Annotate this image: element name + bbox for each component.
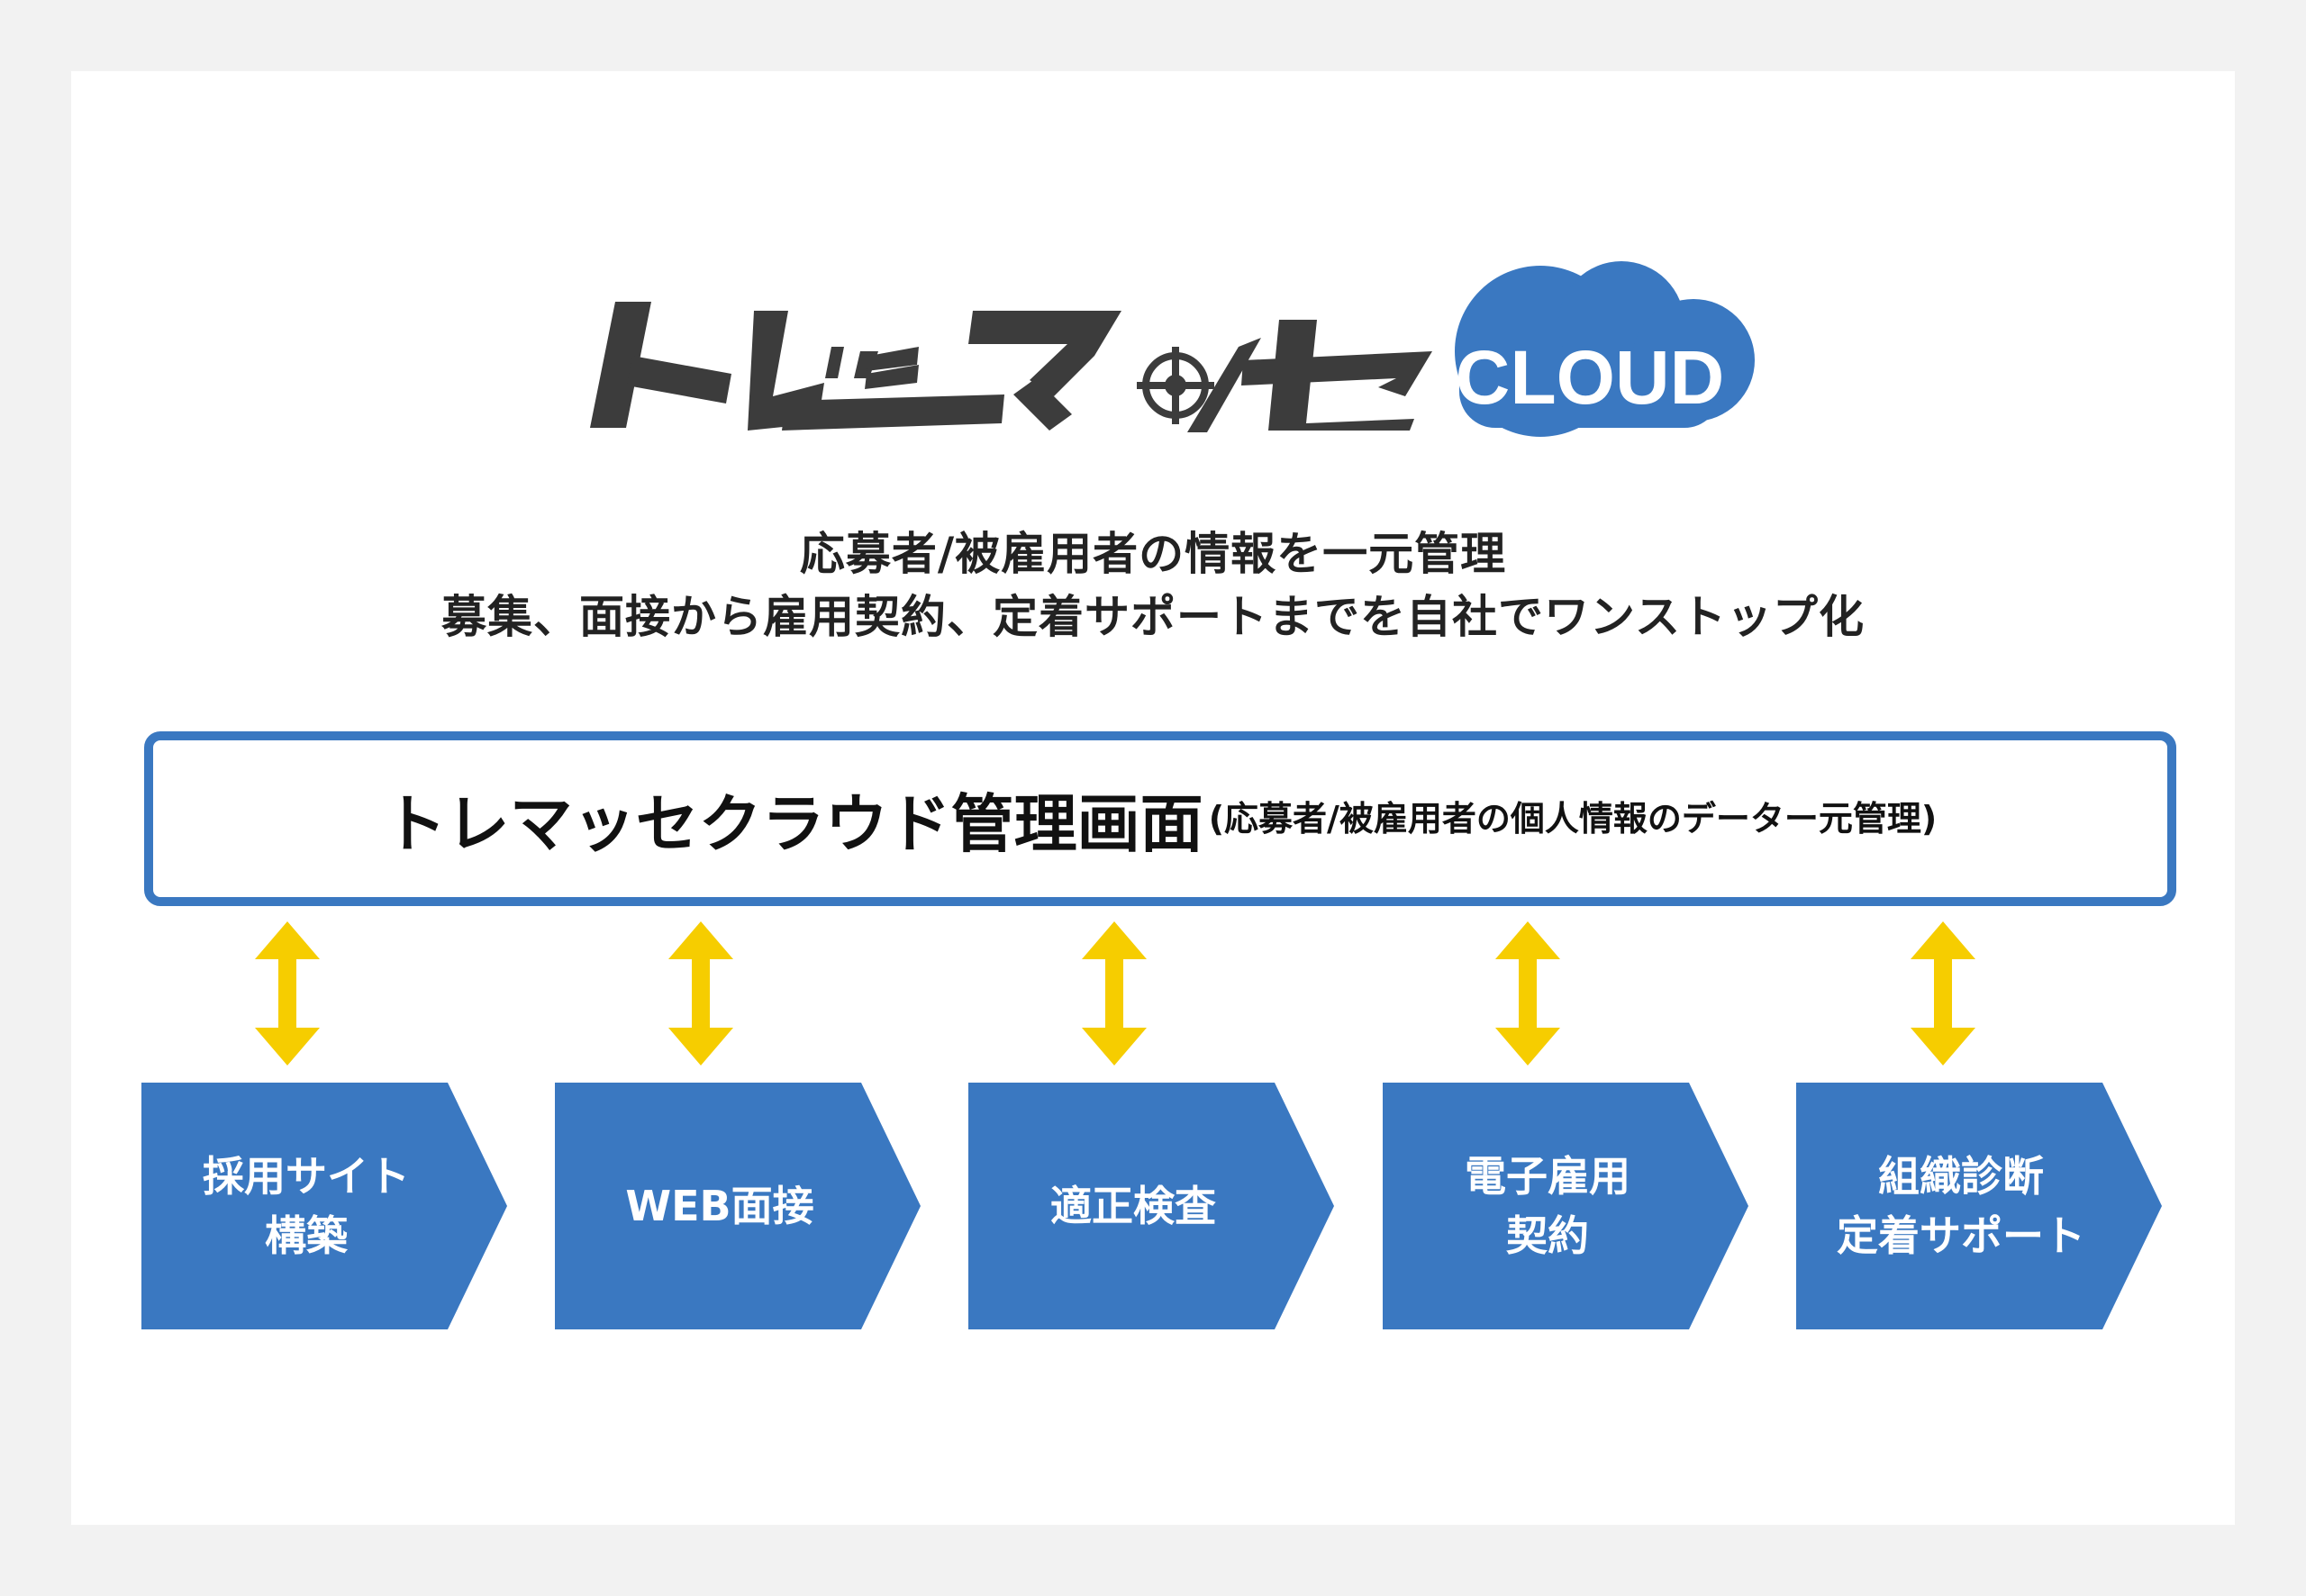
tremasse-cloud-logo: CLOUD [590, 261, 1755, 437]
step-label-line1: 採用サイト [203, 1152, 410, 1201]
step-label-line2: 契約 [1506, 1211, 1589, 1260]
double-arrow-icon [1495, 921, 1560, 1066]
panel-subtitle: (応募者/被雇用者の個人情報のデーター元管理) [1208, 798, 1938, 839]
double-arrow-icon [668, 921, 733, 1066]
tagline-line1: 応募者/被雇用者の情報を一元管理 [799, 528, 1507, 580]
step-aptitude-test: 適正検査 [968, 1083, 1334, 1329]
step-web-interview: WEB面接 [555, 1083, 921, 1329]
step-label-line2: 構築 [265, 1211, 348, 1260]
step-label-line1: 適正検査 [1050, 1182, 1216, 1230]
step-label-line2: 定着サポート [1837, 1211, 2085, 1260]
step-label-line1: 組織診断 [1878, 1152, 2044, 1201]
step-org-diagnosis: 組織診断 定着サポート [1796, 1083, 2162, 1329]
step-e-contract: 電子雇用 契約 [1383, 1083, 1748, 1329]
double-arrow-icon [255, 921, 320, 1066]
tagline-line2: 募集、面接から雇用契約、定着サポートまでを自社でワンストップ化 [441, 591, 1865, 643]
step-recruit-site: 採用サイト 構築 [141, 1083, 507, 1329]
step-label-line1: WEB面接 [625, 1182, 814, 1230]
panel-title: トレマッセクラウド管理画面 [383, 786, 1203, 861]
double-arrow-icon [1082, 921, 1147, 1066]
management-panel: トレマッセクラウド管理画面 (応募者/被雇用者の個人情報のデーター元管理) [144, 731, 2176, 906]
step-label-line1: 電子雇用 [1465, 1152, 1630, 1201]
cloud-text: CLOUD [1456, 335, 1725, 420]
double-arrow-icon [1911, 921, 1975, 1066]
